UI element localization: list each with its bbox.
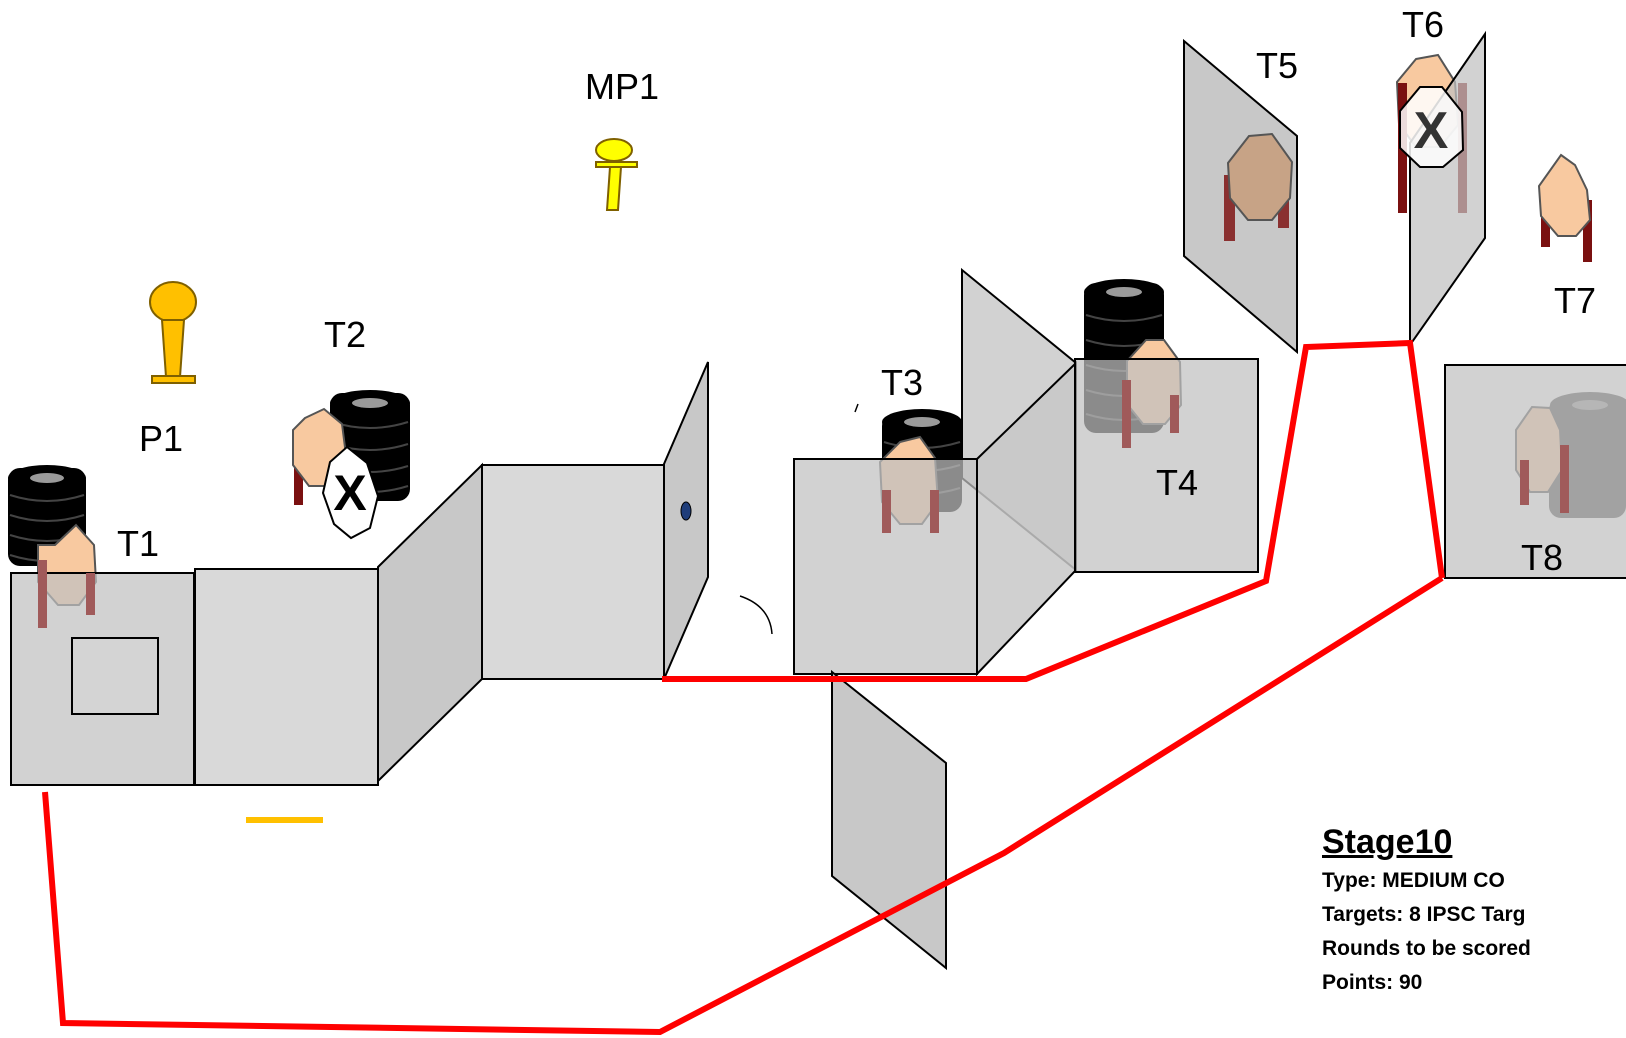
port-hole <box>680 501 692 521</box>
wall-panel-4 <box>481 464 665 680</box>
label-t8: T8 <box>1521 537 1563 578</box>
t2-stand-left <box>294 453 303 505</box>
label-mp1: MP1 <box>585 66 659 107</box>
wall-panel-t4 <box>1074 358 1259 573</box>
t2-no-shoot-mark: X <box>333 465 366 521</box>
label-t6: T6 <box>1402 4 1444 45</box>
t6-no-shoot-target <box>1399 86 1465 168</box>
fault-line-marker <box>246 817 323 823</box>
t4-stand-left <box>1122 380 1131 448</box>
stage-type: Type: MEDIUM CO <box>1322 869 1505 892</box>
t7-stand-right <box>1583 200 1592 262</box>
t2-no-shoot-target <box>321 445 380 540</box>
t3-stand-right <box>930 490 939 533</box>
t4-stand-right <box>1170 395 1179 433</box>
t1-stand-right <box>86 573 95 615</box>
wall-panel-t6-angled <box>1409 30 1486 349</box>
wall-panel-2 <box>194 568 379 786</box>
p1-popper <box>149 281 197 384</box>
label-t3: T3 <box>881 362 923 403</box>
stage-info-panel: Stage10 Type: MEDIUM CO Targets: 8 IPSC … <box>1322 820 1626 1038</box>
stage-targets: Targets: 8 IPSC Targ <box>1322 903 1526 926</box>
shooting-area-boundary-lower <box>42 575 1444 1036</box>
label-t5: T5 <box>1256 45 1298 86</box>
stage-title: Stage10 <box>1322 823 1453 861</box>
stage-rounds: Rounds to be scored <box>1322 937 1531 960</box>
label-t4: T4 <box>1156 462 1198 503</box>
label-t2: T2 <box>324 314 366 355</box>
t1-stand-left <box>38 560 47 628</box>
label-t7: T7 <box>1554 280 1596 321</box>
wall-panel-lower-angled <box>831 669 947 971</box>
wall-panel-t8 <box>1444 364 1626 579</box>
stage-points: Points: 90 <box>1322 971 1423 994</box>
t5-target <box>1226 132 1294 221</box>
window-port <box>71 637 159 715</box>
t8-stand-right <box>1560 445 1569 513</box>
label-t1: T1 <box>117 523 159 564</box>
mp1-mini-popper <box>595 138 638 211</box>
door-swing-arc <box>739 595 773 635</box>
t5-stand-left <box>1224 175 1235 241</box>
t7-target <box>1537 153 1592 237</box>
wall-panel-3-angled <box>377 462 483 784</box>
small-tick-mark <box>854 403 859 413</box>
shooting-area-boundary-upper <box>662 339 1445 682</box>
t6-no-shoot-mark: X <box>1414 102 1449 160</box>
label-p1: P1 <box>139 418 183 459</box>
t8-stand-left <box>1520 460 1529 505</box>
t3-stand-left <box>882 490 891 533</box>
